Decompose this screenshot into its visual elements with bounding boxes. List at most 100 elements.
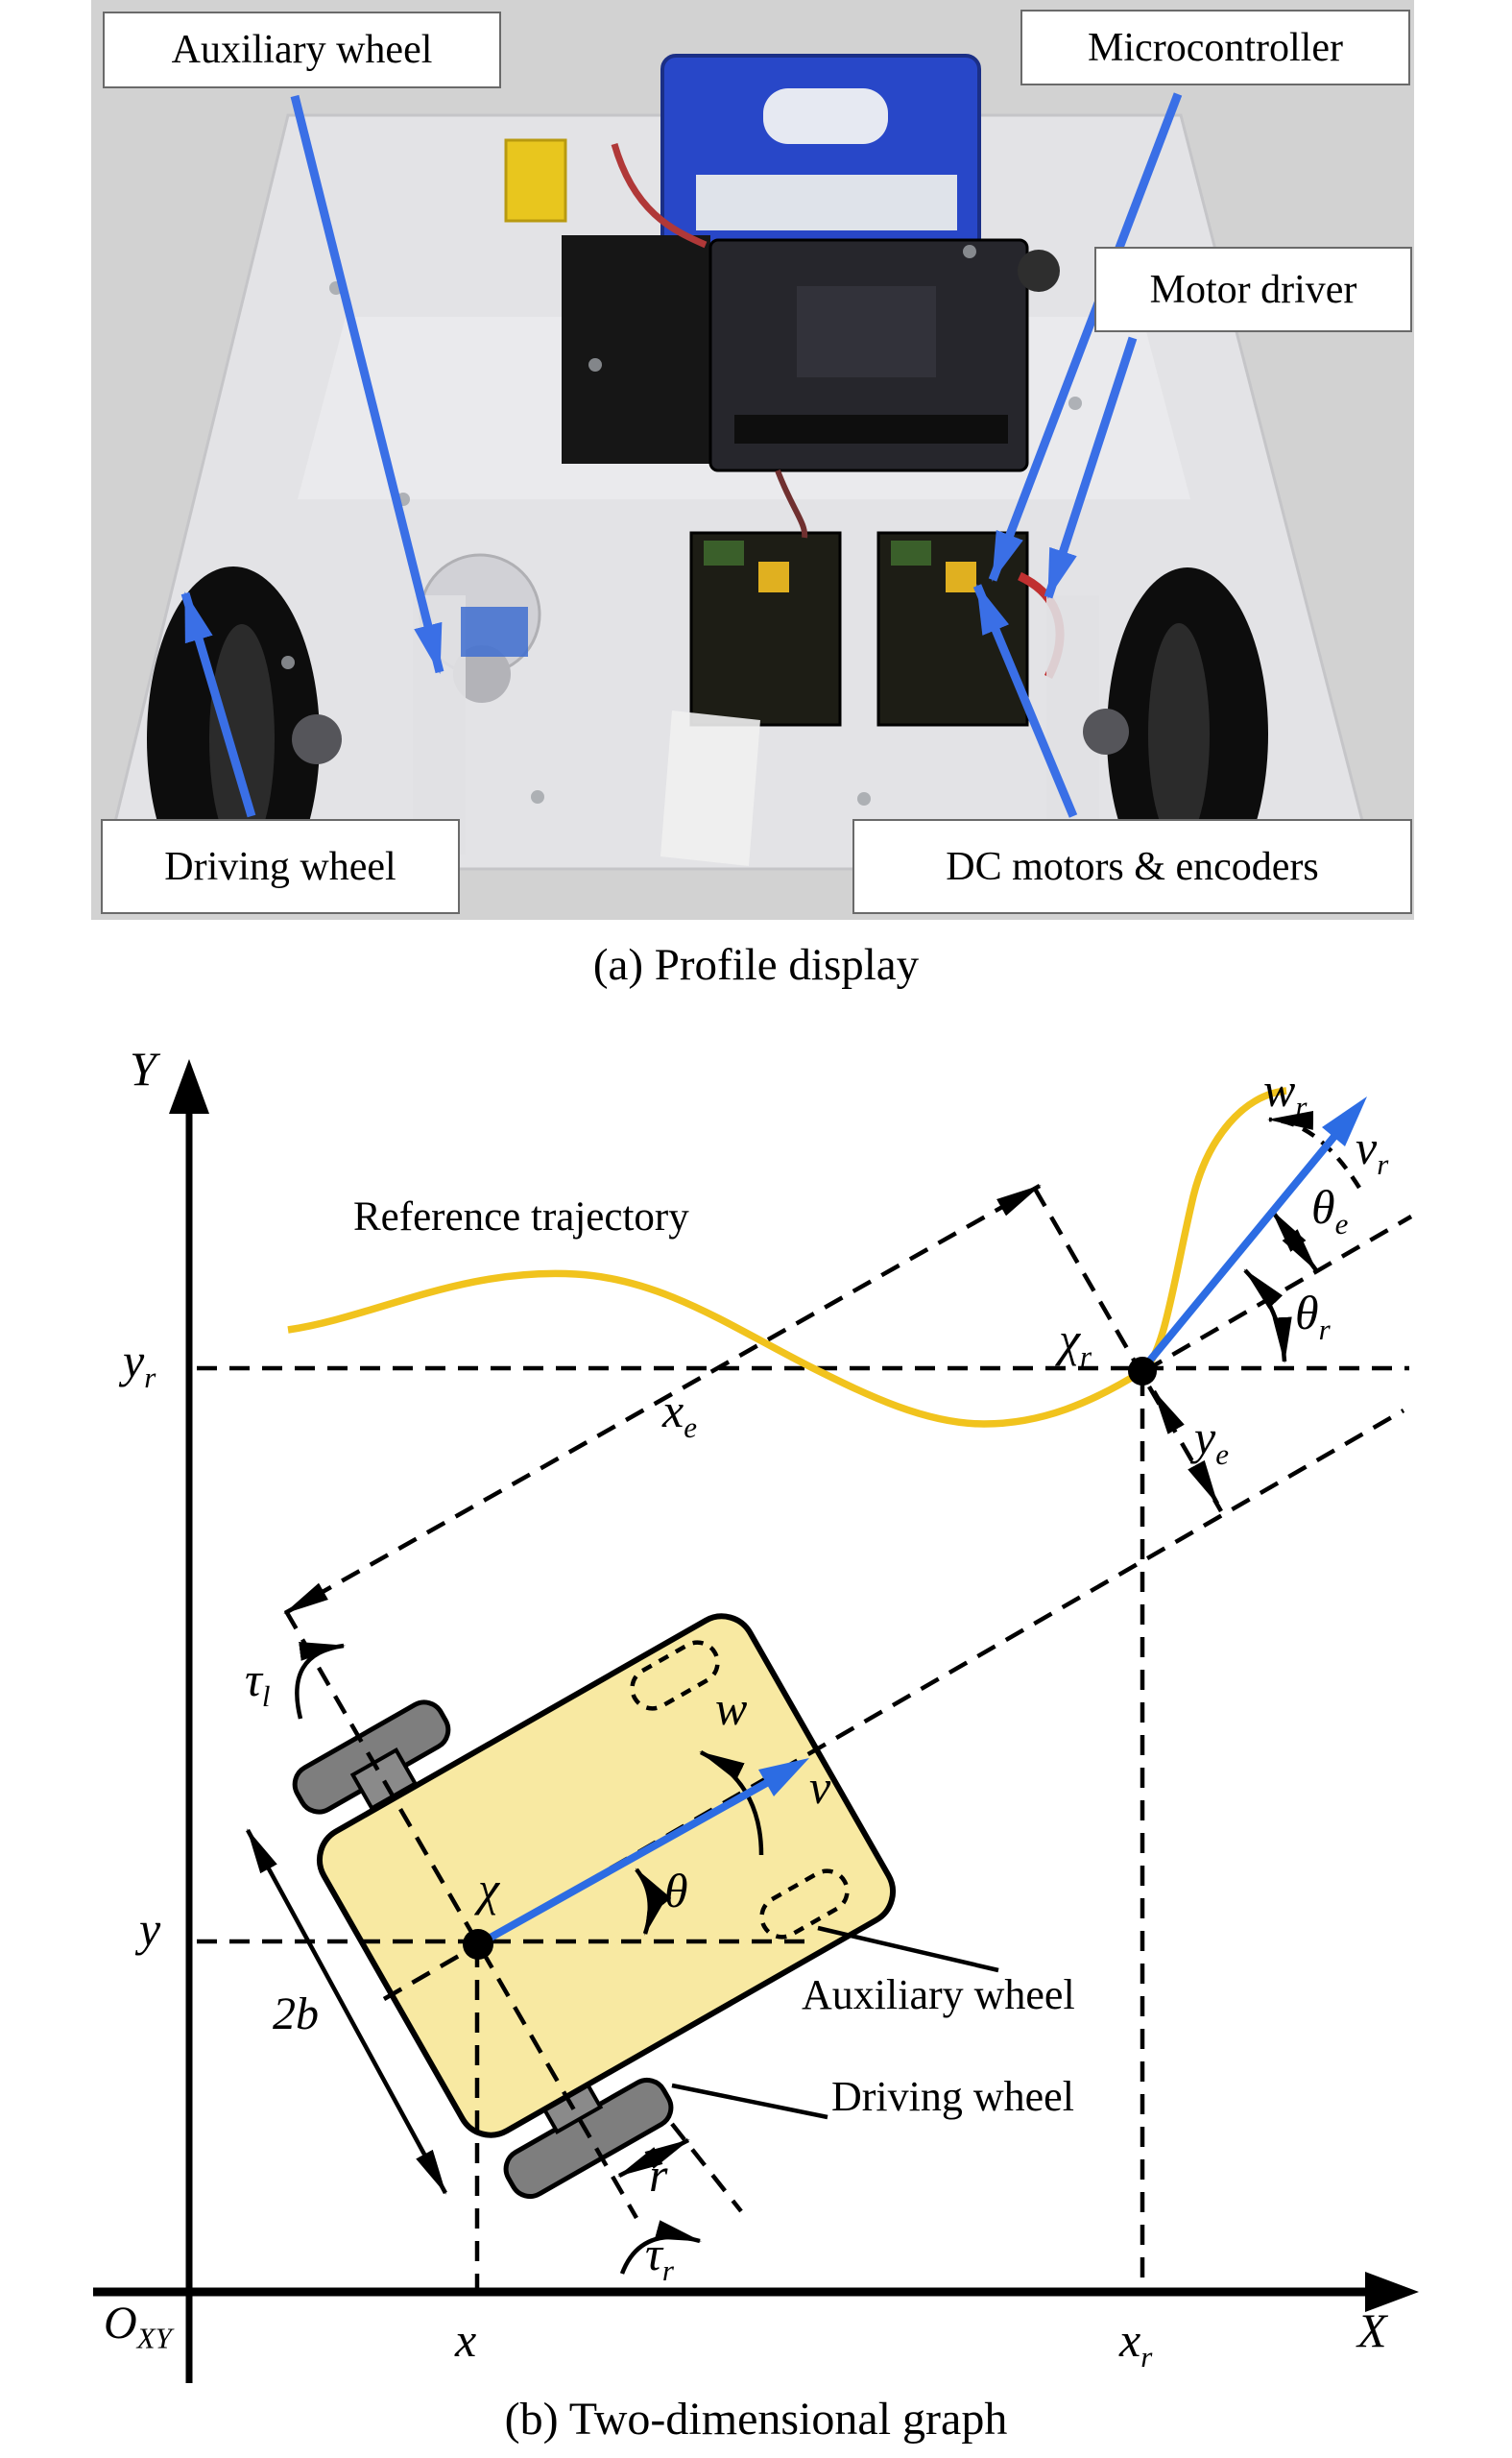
microcontroller-label: Microcontroller bbox=[1020, 10, 1410, 85]
velocity-arrows bbox=[478, 1096, 1367, 1947]
label-x: x bbox=[455, 2313, 477, 2367]
label-xe: xe bbox=[662, 1384, 697, 1444]
label-theta: θ bbox=[664, 1864, 688, 1917]
vr-arrowhead bbox=[1322, 1096, 1367, 1146]
driving-wheel-pointer bbox=[671, 2083, 828, 2120]
measure-arrows bbox=[246, 1209, 1318, 2275]
driver-led-right bbox=[946, 562, 976, 592]
driver-connector-left bbox=[704, 541, 744, 566]
label-v: v bbox=[809, 1760, 831, 1814]
panel-a-caption: (a) Profile display bbox=[0, 939, 1512, 991]
axis-label-X: X bbox=[1357, 2303, 1387, 2357]
wire bbox=[775, 469, 808, 539]
ye-arrow-lower bbox=[1188, 1459, 1219, 1506]
label-r: r bbox=[649, 2148, 668, 2202]
construction-lines bbox=[197, 1110, 1413, 2292]
heading-parallel-at-reference bbox=[1142, 1215, 1413, 1373]
ye-arrow-upper bbox=[1152, 1389, 1185, 1434]
reference-trajectory-label: Reference trajectory bbox=[353, 1194, 689, 1240]
label-2b: 2b bbox=[273, 1988, 319, 2039]
label-theta-r: θr bbox=[1295, 1286, 1331, 1346]
label-chi-r: χr bbox=[1059, 1313, 1092, 1373]
driving-wheel-annotation: Driving wheel bbox=[831, 2073, 1074, 2120]
auxiliary-wheel-outline-rear bbox=[759, 1868, 850, 1940]
auxiliary-wheel-label: Auxiliary wheel bbox=[103, 12, 501, 88]
battery-label bbox=[696, 175, 957, 230]
reference-perpendicular-line bbox=[1033, 1187, 1223, 1513]
driver-led-left bbox=[758, 562, 789, 592]
driving-wheel-arrow bbox=[180, 591, 256, 818]
knob bbox=[1018, 250, 1060, 292]
ribbon-cable bbox=[660, 711, 760, 866]
wheel-sidewall-left bbox=[209, 624, 275, 855]
auxiliary-wheel-label-text: Auxiliary wheel bbox=[171, 28, 433, 72]
panel-b-caption-text: (b) Two-dimensional graph bbox=[504, 2394, 1008, 2445]
wheel-hub-right bbox=[1083, 709, 1129, 755]
label-xr: xr bbox=[1119, 2313, 1153, 2374]
xt60-connector bbox=[504, 138, 567, 223]
screws bbox=[281, 245, 1255, 806]
dc-motors-arrow bbox=[972, 584, 1078, 818]
driving-wheel-label-text: Driving wheel bbox=[164, 844, 396, 889]
reference-trajectory-curve bbox=[287, 1087, 1287, 1428]
auxiliary-wheel-pointer bbox=[817, 1925, 999, 1973]
label-chi: χ bbox=[478, 1862, 499, 1916]
label-yr: yr bbox=[123, 1334, 156, 1394]
panel-b-caption: (b) Two-dimensional graph bbox=[0, 2393, 1512, 2446]
dc-motors-encoders-label-text: DC motors & encoders bbox=[946, 844, 1319, 889]
tau-r-arc bbox=[619, 2220, 702, 2275]
label-y: y bbox=[139, 1902, 161, 1956]
label-theta-e: θe bbox=[1311, 1180, 1349, 1241]
motor-driver-arrow bbox=[1044, 336, 1138, 599]
wheel-hub-left bbox=[292, 714, 342, 764]
photo-annotation-arrows bbox=[180, 92, 1183, 818]
wheel-sidewall-right bbox=[1148, 623, 1210, 846]
v-arrowhead bbox=[758, 1758, 809, 1796]
axes bbox=[93, 1059, 1419, 2383]
reference-position-dot bbox=[1128, 1357, 1157, 1386]
label-ye: ye bbox=[1194, 1410, 1229, 1471]
robot-position-dot bbox=[463, 1929, 493, 1960]
x-axis-arrowhead bbox=[1365, 2272, 1419, 2312]
auxiliary-caster-roller bbox=[453, 645, 511, 703]
microcontroller-arrow bbox=[988, 92, 1183, 582]
auxiliary-wheel-outline-front bbox=[630, 1640, 720, 1711]
wheel-radius-r-arrow bbox=[617, 2137, 690, 2179]
axis-label-Y: Y bbox=[130, 1042, 156, 1096]
support-leg-left bbox=[413, 595, 466, 855]
v-arrow-shaft bbox=[478, 1777, 772, 1947]
motor-driver-label-text: Motor driver bbox=[1149, 267, 1357, 312]
label-tau-l: τl bbox=[245, 1652, 271, 1713]
auxiliary-wheel-arrow bbox=[290, 94, 444, 674]
motor-driver-label: Motor driver bbox=[1094, 247, 1412, 332]
panel-a-caption-text: (a) Profile display bbox=[592, 940, 920, 990]
microcontroller-label-text: Microcontroller bbox=[1088, 25, 1343, 70]
driver-connector-right bbox=[891, 541, 931, 566]
battery-handle bbox=[763, 88, 888, 144]
wheel-radius-offset-line bbox=[670, 2122, 743, 2213]
tau-l-arc bbox=[295, 1641, 346, 1720]
dc-motors-encoders-label: DC motors & encoders bbox=[852, 819, 1412, 914]
track-width-2b-arrow bbox=[246, 1828, 447, 2195]
electronics-box bbox=[562, 235, 710, 464]
theta-r-arc bbox=[1243, 1268, 1292, 1363]
microcontroller-chip bbox=[797, 286, 936, 377]
label-w: w bbox=[715, 1681, 748, 1735]
vr-arrow-shaft bbox=[1140, 1131, 1340, 1370]
label-tau-r: τr bbox=[645, 2227, 674, 2287]
y-axis-arrowhead bbox=[169, 1059, 209, 1114]
label-O-XY: OXY bbox=[104, 2298, 172, 2355]
wheel-axle-line bbox=[284, 1609, 638, 2220]
driving-wheel-label: Driving wheel bbox=[101, 819, 460, 914]
label-vr: vr bbox=[1356, 1121, 1389, 1181]
power-wire bbox=[611, 143, 708, 249]
blue-spacer bbox=[461, 607, 528, 657]
xe-measure-arrow bbox=[283, 1184, 1042, 1615]
profile-photo bbox=[91, 0, 1414, 920]
pin-header bbox=[734, 415, 1008, 444]
label-wr: wr bbox=[1263, 1063, 1308, 1123]
auxiliary-wheel-annotation: Auxiliary wheel bbox=[802, 1971, 1075, 2018]
theta-e-arrow bbox=[1270, 1209, 1318, 1272]
